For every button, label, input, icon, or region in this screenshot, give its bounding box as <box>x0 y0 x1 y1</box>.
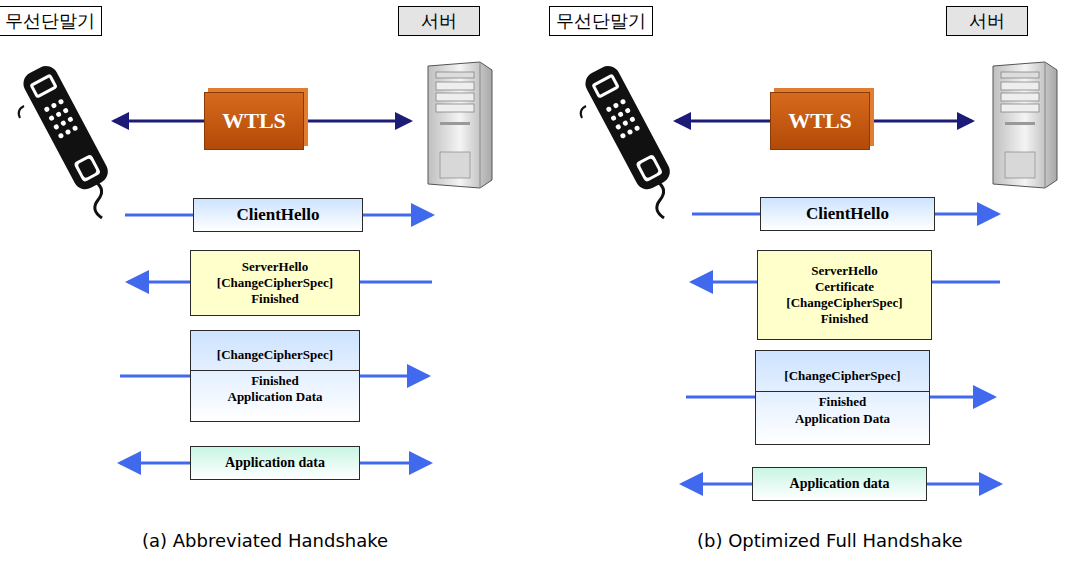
message-box: Application data <box>190 446 360 480</box>
node-text: Finished <box>251 373 299 389</box>
message-box: ClientHello <box>760 197 935 231</box>
node-text: Application data <box>790 475 890 493</box>
node-text: ClientHello <box>236 204 319 225</box>
message-box: [ChangeCipherSpec] FinishedApplication Da… <box>755 350 930 445</box>
message-box: Application data <box>752 467 927 501</box>
node-text: [ChangeCipherSpec] <box>217 275 333 291</box>
node-text: Application Data <box>228 389 323 405</box>
node-text: 서버 <box>969 10 1005 32</box>
server-label-box: 서버 <box>398 6 480 36</box>
message-box: ServerHelloCertificate[ChangeCipherSpec]… <box>757 250 932 340</box>
node-text: WTLS <box>222 107 286 135</box>
protocol-box: WTLS <box>204 92 304 150</box>
phone-illustration <box>19 62 112 218</box>
node-text: Finished <box>251 291 299 307</box>
node-text: ServerHello <box>242 259 308 275</box>
device-label-box: 무선단말기 <box>549 6 653 36</box>
node-text: 무선단말기 <box>556 10 646 32</box>
figure-caption: (a) Abbreviated Handshake <box>142 530 388 551</box>
message-box: ServerHello[ChangeCipherSpec]Finished <box>190 250 360 316</box>
node-text: 무선단말기 <box>5 10 95 32</box>
device-label-box: 무선단말기 <box>0 6 102 36</box>
node-text: ClientHello <box>806 203 889 224</box>
divider-line <box>191 370 359 371</box>
node-text: Finished <box>819 394 867 410</box>
figure-caption: (b) Optimized Full Handshake <box>697 530 963 551</box>
node-text: [ChangeCipherSpec] <box>784 368 900 388</box>
server-illustration <box>428 62 492 188</box>
node-text: Certificate <box>815 279 874 295</box>
server-label-box: 서버 <box>946 6 1028 36</box>
node-text: Application data <box>225 454 325 472</box>
node-text: Application Data <box>795 411 890 427</box>
phone-illustration <box>581 62 674 218</box>
node-text: 서버 <box>421 10 457 32</box>
node-text: [ChangeCipherSpec] <box>217 347 333 367</box>
node-text: [ChangeCipherSpec] <box>786 295 902 311</box>
node-text: ServerHello <box>811 263 877 279</box>
protocol-box: WTLS <box>770 92 870 150</box>
message-box: ClientHello <box>193 198 363 232</box>
message-box: [ChangeCipherSpec] FinishedApplication Da… <box>190 330 360 422</box>
node-text: WTLS <box>788 107 852 135</box>
server-illustration <box>993 62 1057 188</box>
node-text: Finished <box>821 311 869 327</box>
divider-line <box>756 391 929 392</box>
